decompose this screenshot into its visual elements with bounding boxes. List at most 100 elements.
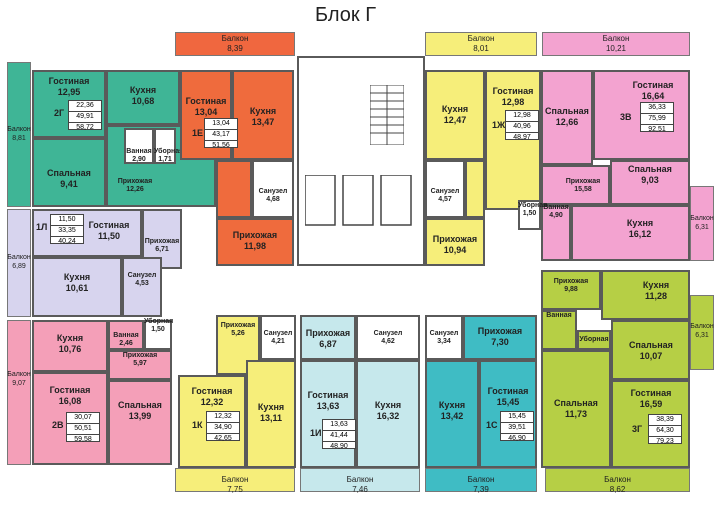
balcony-right-lime bbox=[690, 295, 714, 370]
balcony-left-lavender bbox=[7, 209, 31, 317]
block-title: Блок Г bbox=[315, 4, 377, 26]
apt-1zh-kitchen bbox=[425, 70, 485, 160]
apt-3v-hall bbox=[541, 165, 610, 205]
elevator-icon bbox=[305, 175, 412, 226]
apt-1s-hall bbox=[463, 315, 537, 360]
apt-1i-wc bbox=[356, 315, 420, 360]
apt-1e-hall-b bbox=[216, 160, 252, 218]
apt-3v-bedroom1 bbox=[541, 70, 593, 165]
apt-1k-wc bbox=[260, 315, 296, 360]
apt-1e-wc bbox=[252, 160, 294, 218]
apt-2g-code: 2Г bbox=[54, 108, 65, 118]
apt-3v-bath bbox=[541, 205, 571, 261]
apt-1i-kitchen bbox=[356, 360, 420, 468]
balcony-bottom-cyan bbox=[300, 468, 420, 492]
apt-2v-hall bbox=[108, 350, 172, 380]
apt-1zh-code: 1Ж bbox=[492, 120, 506, 130]
apt-1l-kitchen bbox=[32, 257, 122, 317]
apt-2g-kitchen bbox=[106, 70, 180, 125]
apt-3v-kitchen bbox=[571, 205, 690, 261]
apt-3g-toilet bbox=[577, 330, 611, 350]
apt-1e-living bbox=[180, 70, 232, 160]
apt-1l-code: 1Л bbox=[36, 222, 48, 232]
apt-1zh-hall-b bbox=[465, 160, 485, 218]
apt-3g-bath bbox=[541, 310, 577, 350]
apt-1i-code: 1И bbox=[310, 428, 322, 438]
balcony-top-pink bbox=[542, 32, 690, 56]
apt-1s-code: 1С bbox=[486, 420, 498, 430]
apt-1k-code: 1К bbox=[192, 420, 203, 430]
apt-3v-code: 3В bbox=[620, 112, 632, 122]
apt-2g-toilet bbox=[154, 128, 176, 164]
balcony-top-red bbox=[175, 32, 295, 56]
apt-3g-hall bbox=[541, 270, 601, 310]
apt-3g-bedroom1 bbox=[611, 320, 690, 380]
balcony-right-pink bbox=[690, 186, 714, 261]
apt-1s-wc bbox=[425, 315, 463, 360]
apt-1zh-wc bbox=[425, 160, 465, 218]
balcony-bottom-yellow bbox=[175, 468, 295, 492]
balcony-top-yellow bbox=[425, 32, 537, 56]
apt-3v-bedroom2 bbox=[610, 160, 690, 205]
apt-3g-bedroom2 bbox=[541, 350, 611, 468]
apt-3g-toilet-label: Уборная bbox=[579, 336, 609, 343]
apt-3g-code: 3Г bbox=[632, 424, 643, 434]
apt-3g-kitchen bbox=[601, 270, 690, 320]
balcony-bottom-lime bbox=[545, 468, 690, 492]
apt-2v-code: 2В bbox=[52, 420, 64, 430]
apt-3v-toilet bbox=[518, 200, 541, 230]
balcony-bottom-teal bbox=[425, 468, 537, 492]
apt-1e-kitchen bbox=[232, 70, 294, 160]
balcony-left-green bbox=[7, 62, 31, 207]
apt-1i-hall bbox=[300, 315, 356, 360]
